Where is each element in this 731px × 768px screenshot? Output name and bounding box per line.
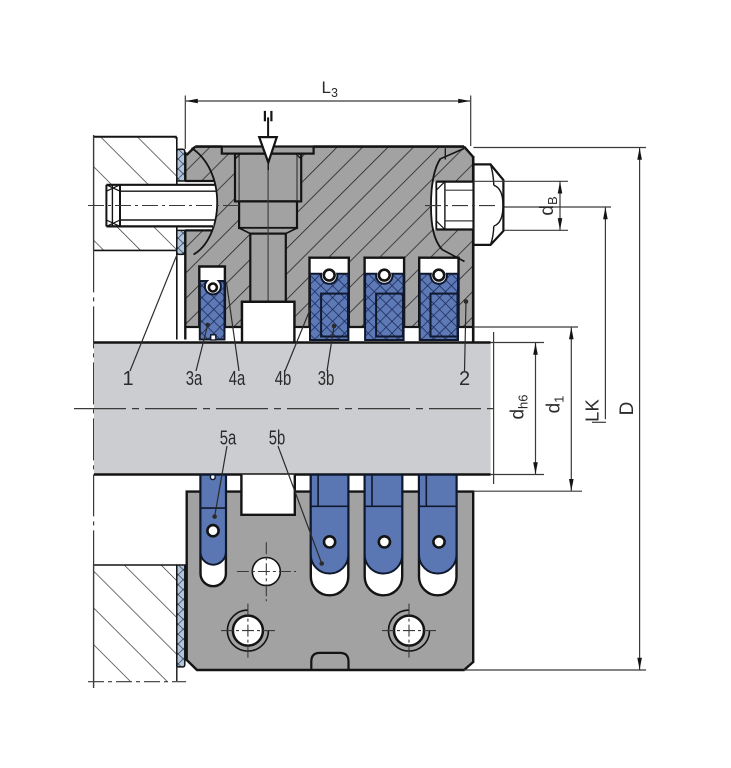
svg-text:3a: 3a xyxy=(186,368,203,390)
svg-text:4a: 4a xyxy=(229,368,246,390)
svg-text:dB: dB xyxy=(537,196,560,215)
svg-text:d1: d1 xyxy=(544,396,567,414)
svg-text:1: 1 xyxy=(122,368,133,390)
svg-text:L3: L3 xyxy=(322,78,338,100)
svg-text:5b: 5b xyxy=(269,428,286,450)
svg-text:4b: 4b xyxy=(275,368,292,390)
svg-text:3b: 3b xyxy=(318,368,335,390)
svg-text:LK: LK xyxy=(582,399,603,422)
svg-text:D: D xyxy=(617,402,638,416)
svg-text:dh6: dh6 xyxy=(508,394,531,419)
svg-text:5a: 5a xyxy=(220,428,237,450)
svg-text:2: 2 xyxy=(459,368,470,390)
